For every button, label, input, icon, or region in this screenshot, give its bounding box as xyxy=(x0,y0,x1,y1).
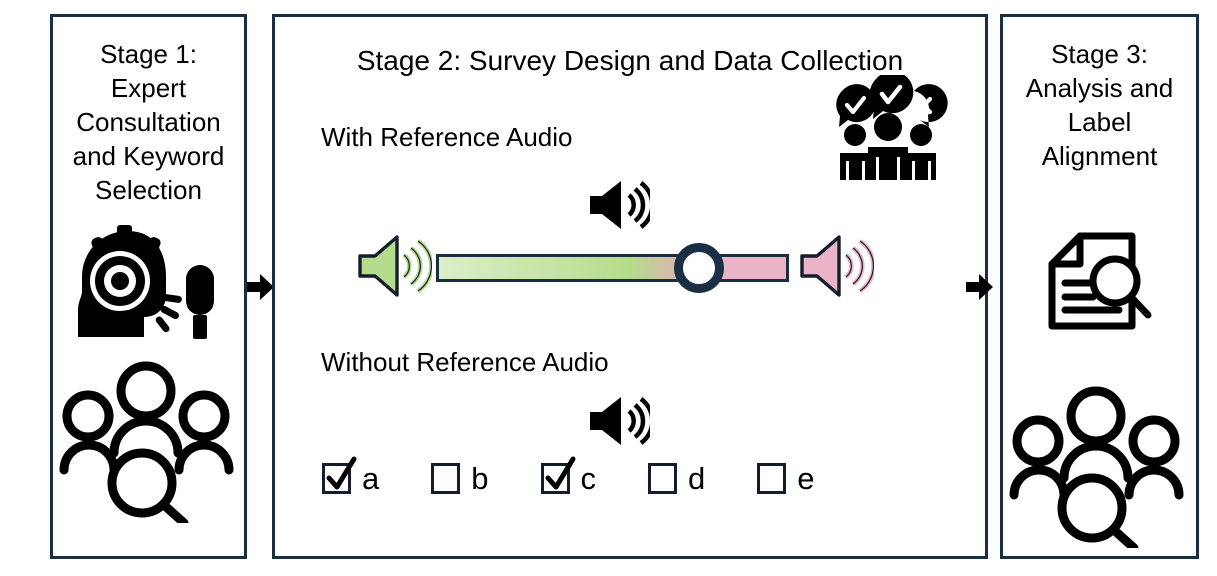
check-mark-icon xyxy=(545,456,575,490)
arrow-stage2-to-stage3 xyxy=(966,272,993,307)
checkbox-b[interactable] xyxy=(431,463,461,494)
speaker-left-green-icon xyxy=(356,234,434,303)
head-with-headphones-and-microphone-icon xyxy=(66,225,226,350)
stage-2-title: Stage 2: Survey Design and Data Collecti… xyxy=(356,45,904,76)
similarity-slider-handle[interactable] xyxy=(674,243,724,293)
checkbox-item-a[interactable]: a xyxy=(322,456,380,496)
checkbox-e[interactable] xyxy=(757,463,787,494)
stage-1-title: Stage 1: Expert Consultation and Keyword… xyxy=(72,39,225,205)
check-mark-icon xyxy=(326,456,357,490)
stage-3-title: Stage 3: Analysis and Label Alignment xyxy=(1025,39,1174,171)
speaker-center-top-icon xyxy=(588,179,655,236)
checkbox-label-c: c xyxy=(580,461,597,496)
checkbox-a[interactable] xyxy=(322,456,357,494)
similarity-slider-track[interactable] xyxy=(436,254,789,282)
speaker-center-bottom-icon xyxy=(588,395,655,452)
checkbox-item-d[interactable]: d xyxy=(648,463,705,494)
people-group-with-magnifier-icon xyxy=(58,358,238,528)
checkbox-item-b[interactable]: b xyxy=(431,461,489,496)
with-reference-audio-label: With Reference Audio xyxy=(321,122,573,152)
checkbox-d[interactable] xyxy=(648,463,677,494)
people-group-with-magnifier-icon xyxy=(1008,383,1188,553)
stage-2-box: Stage 2: Survey Design and Data Collecti… xyxy=(272,14,988,559)
speaker-right-pink-icon xyxy=(798,234,876,303)
checkbox-c[interactable] xyxy=(540,456,575,494)
arrow-stage1-to-stage2 xyxy=(247,272,274,307)
checkbox-label-a: a xyxy=(362,461,380,496)
checkbox-label-e: e xyxy=(797,461,815,496)
without-reference-audio-label: Without Reference Audio xyxy=(321,347,609,377)
document-with-magnifier-icon xyxy=(1044,231,1156,344)
stage-3-box: Stage 3: Analysis and Label Alignment xyxy=(1000,14,1199,559)
checkbox-label-b: b xyxy=(471,461,489,496)
stage-1-box: Stage 1: Expert Consultation and Keyword… xyxy=(50,14,247,559)
checkbox-item-e[interactable]: e xyxy=(757,461,815,496)
answer-checkbox-row: a b c d e xyxy=(322,456,815,496)
checkbox-item-c[interactable]: c xyxy=(540,456,597,496)
checkbox-label-d: d xyxy=(688,461,706,496)
three-people-with-verdict-bubbles-icon xyxy=(826,71,950,185)
